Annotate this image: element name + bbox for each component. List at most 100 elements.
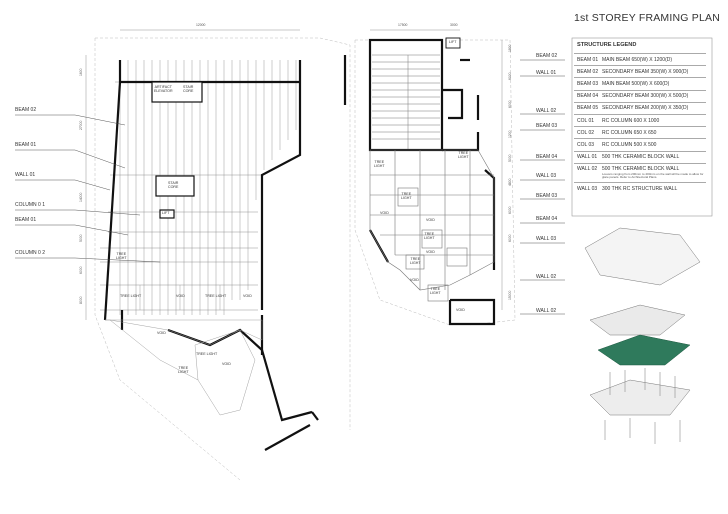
room-void: VOID — [380, 211, 389, 215]
dim-top: 17500 — [398, 23, 408, 27]
callout-column-01: COLUMN 0 1 — [15, 202, 46, 208]
dim-right: 1800 — [508, 44, 512, 52]
left-beam-hatch — [119, 60, 297, 315]
legend-desc: SECONDARY BEAM 350(W) X 900(D) — [602, 68, 689, 75]
callout-beam-02: BEAM 02 — [15, 107, 37, 113]
room-tree-light: TREE LIGHT — [120, 294, 142, 298]
callout-beam-04: BEAM 04 — [536, 154, 558, 160]
room-tree-light: TREE LIGHT — [178, 366, 189, 374]
callout-column-02: COLUMN 0 2 — [15, 250, 46, 256]
callout-beam-01: BEAM 01 — [15, 217, 37, 223]
dim-right: 6000 — [508, 234, 512, 242]
dim-left: 8000 — [79, 296, 83, 304]
legend-row: WALL 01 500 THK CERAMIC BLOCK WALL — [574, 150, 706, 163]
legend-code: BEAM 05 — [577, 105, 599, 112]
callout-wall-01: WALL 01 — [15, 172, 36, 178]
legend-desc-text: 500 THK CERAMIC BLOCK WALL — [602, 166, 680, 173]
legend-row: COL 01 RC COLUMN 600 X 1000 — [574, 113, 706, 126]
dim-left: 14000 — [79, 192, 83, 202]
legend-code: COL 02 — [577, 129, 595, 136]
dim-left: 6000 — [79, 266, 83, 274]
callout-beam-03: BEAM 03 — [536, 123, 558, 129]
callout-wall-03: WALL 03 — [536, 173, 557, 179]
right-grid — [369, 149, 495, 302]
legend-code: BEAM 02 — [577, 68, 599, 75]
right-walls — [368, 38, 496, 326]
room-void: VOID — [243, 294, 252, 298]
room-void: VOID — [426, 218, 435, 222]
legend-frame — [571, 37, 713, 217]
dim-left: 27000 — [79, 120, 83, 130]
legend-code: WALL 01 — [577, 154, 598, 161]
plan-title: 1st STOREY FRAMING PLAN — [574, 12, 720, 24]
dim-right: 1200 — [508, 130, 512, 138]
callout-beam-02: BEAM 02 — [536, 53, 558, 59]
room-void: VOID — [456, 308, 465, 312]
right-dim-lines — [370, 29, 503, 310]
callout-wall-01: WALL 01 — [536, 70, 557, 76]
left-lower-grid — [105, 285, 263, 416]
legend-row: COL 03 RC COLUMN 500 X 500 — [574, 138, 706, 150]
room-void: VOID — [222, 362, 231, 366]
legend-code: COL 01 — [577, 117, 595, 124]
legend-desc: MAIN BEAM 650(W) X 1200(D) — [602, 56, 673, 63]
room-tree-light: TREE LIGHT — [424, 232, 435, 240]
dim-right: 4800 — [508, 178, 512, 186]
left-rooms — [151, 81, 203, 219]
legend-note: Louvers ranging from 200mm to 400mm on t… — [602, 171, 704, 180]
legend-desc: RC COLUMN 650 X 650 — [602, 129, 657, 136]
callout-beam-04: BEAM 04 — [536, 216, 558, 222]
room-lift: LIFT — [449, 40, 457, 44]
dim-right: 6000 — [508, 100, 512, 108]
dim-top: 12000 — [196, 23, 206, 27]
room-tree-light: TREE LIGHT — [401, 192, 412, 200]
room-void: VOID — [410, 278, 419, 282]
left-callout-leaders — [15, 114, 161, 263]
legend-code: BEAM 03 — [577, 80, 599, 87]
callout-wall-02: WALL 02 — [536, 274, 557, 280]
callout-beam-03: BEAM 03 — [536, 193, 558, 199]
legend-code: COL 03 — [577, 141, 595, 148]
room-tree-light: TREE LIGHT — [374, 160, 385, 168]
legend-code: BEAM 01 — [577, 56, 599, 63]
room-tree-light: TREE LIGHT — [430, 287, 441, 295]
room-artifact-elevator: ARTIFACT ELEVATOR — [154, 85, 173, 93]
room-void: VOID — [426, 250, 435, 254]
left-site-outline — [94, 37, 351, 481]
dim-left: 1600 — [79, 68, 83, 76]
room-void: VOID — [176, 294, 185, 298]
right-stair-hatch — [372, 54, 440, 150]
room-lift: LIFT — [162, 211, 170, 215]
legend-desc: MAIN BEAM 500(W) X 600(D) — [602, 80, 670, 87]
dim-right: 6000 — [508, 206, 512, 214]
legend-desc: 300 THK RC STRUCTURE WALL — [602, 185, 678, 192]
legend-desc: 500 THK CERAMIC BLOCK WALL — [602, 154, 680, 161]
dim-top: 3000 — [450, 23, 458, 27]
dim-left: 5000 — [79, 234, 83, 242]
room-tree-light: TREE LIGHT — [196, 352, 218, 356]
room-void: VOID — [157, 331, 166, 335]
dim-right: 6000 — [508, 72, 512, 80]
callout-wall-03: WALL 03 — [536, 236, 557, 242]
dim-right: 5000 — [508, 154, 512, 162]
callout-wall-02: WALL 02 — [536, 108, 557, 114]
dim-right: 15000 — [508, 290, 512, 300]
left-walls — [103, 55, 347, 451]
legend-code: BEAM 04 — [577, 93, 599, 100]
legend-desc: RC COLUMN 500 X 500 — [602, 141, 657, 148]
right-lift-box — [445, 37, 461, 49]
legend-desc: SECONDARY BEAM 200(W) X 350(D) — [602, 105, 689, 112]
legend-desc: RC COLUMN 600 X 1000 — [602, 117, 660, 124]
legend-desc: SECONDARY BEAM 300(W) X 500(D) — [602, 93, 689, 100]
callout-wall-02: WALL 02 — [536, 308, 557, 314]
